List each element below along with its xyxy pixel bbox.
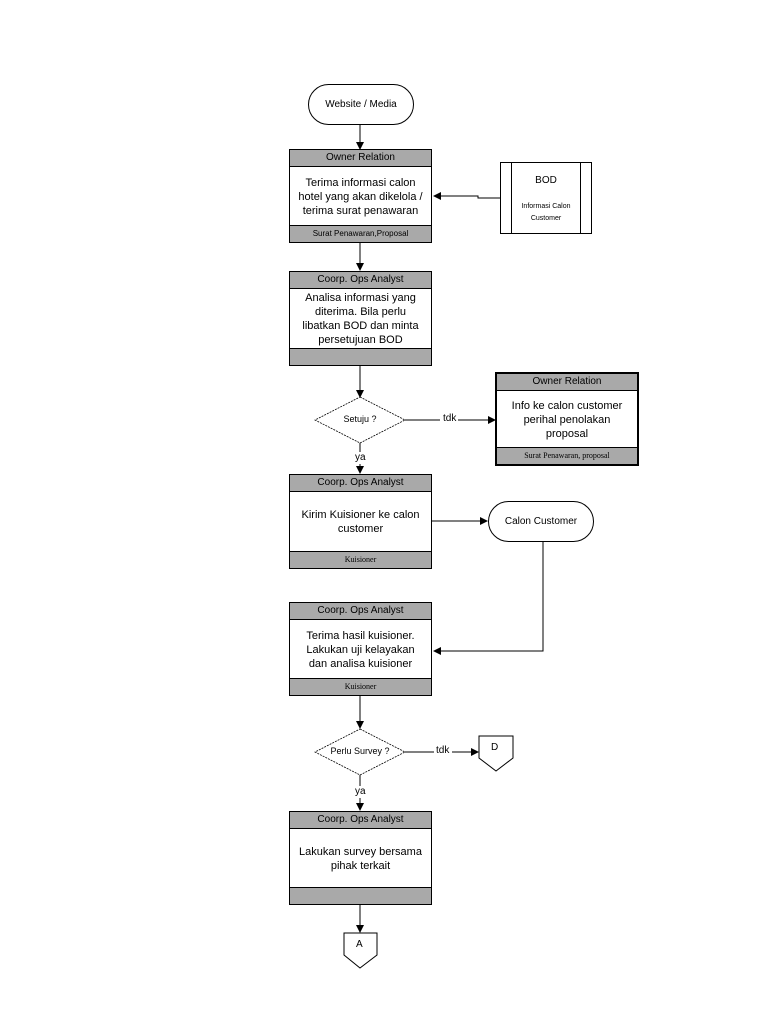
bod-box: BOD Informasi Calon Customer — [500, 162, 592, 234]
process-text: Analisa informasi yang diterima. Bila pe… — [302, 292, 419, 346]
decision-setuju-yes-label: ya — [355, 452, 366, 463]
connector-d-label: D — [491, 742, 499, 753]
process-text: Info ke calon customer perihal penolakan… — [511, 400, 623, 440]
process-document — [290, 887, 431, 904]
decision-setuju-shape — [314, 396, 406, 444]
process-text: Kirim Kuisioner ke calon customer — [301, 509, 420, 535]
process-document: Surat Penawaran, proposal — [497, 447, 637, 464]
process-terima-informasi: Owner Relation Terima informasi calon ho… — [289, 149, 432, 243]
customer-terminal: Calon Customer — [488, 501, 594, 542]
decision-setuju-label: Setuju ? — [343, 414, 377, 424]
process-kirim-kuisioner: Coorp. Ops Analyst Kirim Kuisioner ke ca… — [289, 474, 432, 569]
process-role: Owner Relation — [290, 150, 431, 167]
bod-right-rule — [580, 163, 581, 233]
process-role: Coorp. Ops Analyst — [290, 603, 431, 620]
process-analisa-informasi: Coorp. Ops Analyst Analisa informasi yan… — [289, 271, 432, 366]
start-terminal-label: Website / Media — [325, 99, 397, 110]
decision-perlu-survey-no-label: tdk — [436, 745, 450, 756]
bod-title: BOD — [535, 175, 557, 186]
process-text: Terima hasil kuisioner. Lakukan uji kela… — [306, 630, 415, 670]
process-document — [290, 348, 431, 365]
decision-perlu-survey-label: Perlu Survey ? — [330, 746, 390, 756]
connector-a-shape — [343, 932, 378, 969]
process-terima-hasil-kuisioner: Coorp. Ops Analyst Terima hasil kuisione… — [289, 602, 432, 696]
process-role: Coorp. Ops Analyst — [290, 475, 431, 492]
process-text: Lakukan survey bersama pihak terkait — [299, 846, 422, 872]
connector-a-label: A — [356, 939, 363, 950]
decision-setuju-no-label: tdk — [443, 413, 457, 424]
start-terminal: Website / Media — [308, 84, 414, 125]
process-document: Surat Penawaran,Proposal — [290, 225, 431, 242]
process-text: Terima informasi calon hotel yang akan d… — [298, 177, 423, 217]
connector-d-shape — [478, 735, 514, 772]
decision-perlu-survey-yes-label: ya — [355, 786, 366, 797]
bod-left-rule — [511, 163, 512, 233]
process-role: Coorp. Ops Analyst — [290, 812, 431, 829]
customer-terminal-label: Calon Customer — [504, 516, 578, 527]
process-lakukan-survey: Coorp. Ops Analyst Lakukan survey bersam… — [289, 811, 432, 905]
process-role: Coorp. Ops Analyst — [290, 272, 431, 289]
process-info-penolakan: Owner Relation Info ke calon customer pe… — [495, 372, 639, 466]
decision-perlu-survey-shape — [314, 728, 406, 776]
process-role: Owner Relation — [497, 374, 637, 391]
bod-subtitle: Informasi Calon Customer — [521, 203, 571, 222]
process-document: Kuisioner — [290, 678, 431, 695]
process-document: Kuisioner — [290, 551, 431, 568]
